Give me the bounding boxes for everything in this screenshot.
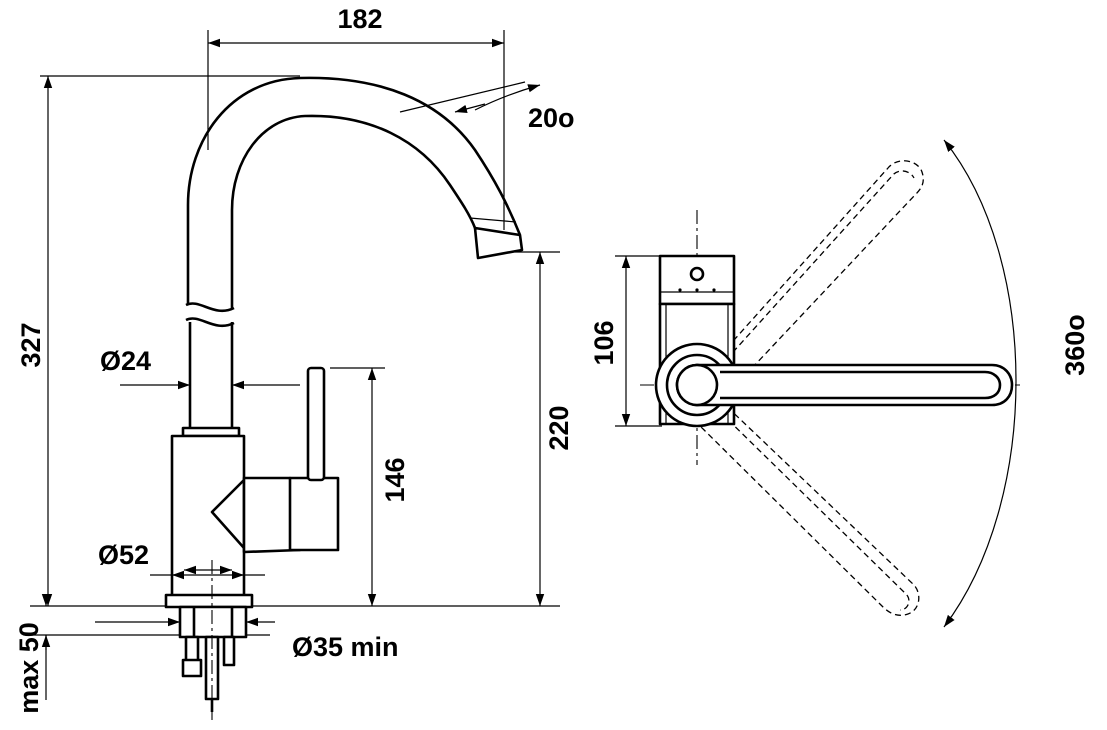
dim-label-total-height: 327 <box>16 322 46 367</box>
pipe-break-bottom <box>185 317 235 328</box>
lever-cartridge <box>288 476 340 552</box>
rotation-arc <box>943 139 1017 628</box>
spout-outer <box>186 76 522 305</box>
base-plate <box>164 593 254 609</box>
head-screw-icon <box>689 266 705 282</box>
dim-label-spout-height: 220 <box>544 405 574 450</box>
spout-inner <box>230 114 477 308</box>
dim-label-lever-height: 146 <box>380 457 410 502</box>
lever-handle <box>306 366 326 482</box>
dim-label-rotation: 360o <box>1060 314 1090 376</box>
dim-label-width-spout: 182 <box>337 4 382 34</box>
dim-label-base-diameter: Ø52 <box>98 540 149 570</box>
mounting-nut <box>178 605 248 639</box>
dim-label-spout-angle: 20o <box>528 103 575 133</box>
dim-label-hole-diameter: Ø35 min <box>292 632 399 662</box>
side-view: 182 20o 327 220 146 Ø24 Ø52 Ø35 min <box>14 4 575 720</box>
top-view: 106 360o <box>589 139 1090 628</box>
spout-rotation-ghost-upper <box>699 160 924 403</box>
dim-label-depth: 106 <box>589 320 619 365</box>
nozzle-ring <box>469 217 517 223</box>
spout-rotation-ghost-lower <box>693 399 920 616</box>
pipe-break-top <box>185 302 235 313</box>
hose-right <box>222 635 236 667</box>
dim-label-pipe-diameter: Ø24 <box>100 346 151 376</box>
dim-label-max-counter: max 50 <box>14 622 44 714</box>
hose-fitting <box>181 658 203 678</box>
spout-nozzle <box>473 226 524 260</box>
